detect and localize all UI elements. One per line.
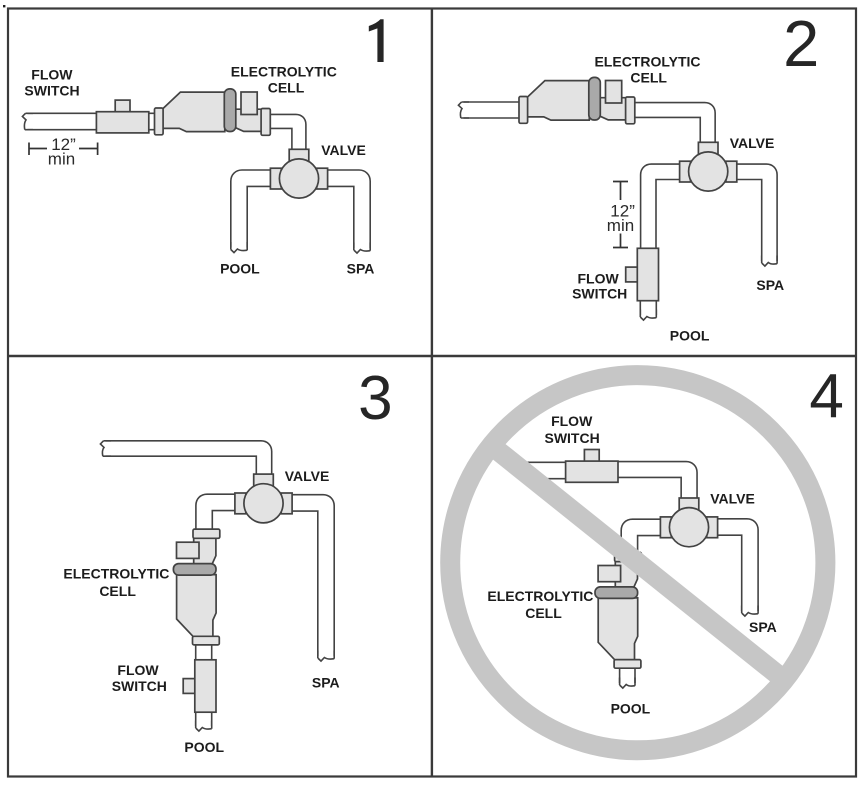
svg-text:VALVE: VALVE [285,468,330,484]
svg-text:12”: 12” [610,202,635,221]
svg-text:3: 3 [358,364,392,433]
svg-text:VALVE: VALVE [710,491,755,507]
svg-text:SPA: SPA [756,277,784,293]
svg-text:SPA: SPA [749,619,777,635]
svg-text:FLOW: FLOW [31,67,73,83]
svg-text:POOL: POOL [220,261,260,277]
svg-text:VALVE: VALVE [321,142,366,158]
svg-text:ELECTROLYTIC: ELECTROLYTIC [63,566,169,582]
svg-text:SPA: SPA [312,674,340,690]
svg-text:ELECTROLYTIC: ELECTROLYTIC [594,53,700,69]
svg-text:SWITCH: SWITCH [112,678,167,694]
svg-text:POOL: POOL [611,701,651,717]
svg-text:FLOW: FLOW [577,270,619,286]
svg-text:FLOW: FLOW [551,413,593,429]
svg-text:FLOW: FLOW [117,662,159,678]
svg-text:CELL: CELL [525,605,562,621]
svg-text:SPA: SPA [347,261,375,277]
svg-text:POOL: POOL [670,328,710,344]
svg-text:CELL: CELL [268,79,305,95]
svg-text:POOL: POOL [184,739,224,755]
svg-text:CELL: CELL [99,583,136,599]
svg-text:VALVE: VALVE [730,135,775,151]
svg-text:SWITCH: SWITCH [544,430,599,446]
svg-text:CELL: CELL [630,69,667,85]
svg-text:SWITCH: SWITCH [24,83,79,99]
svg-text:4: 4 [809,362,843,431]
svg-text:ELECTROLYTIC: ELECTROLYTIC [487,588,593,604]
svg-text:12”: 12” [51,135,76,154]
svg-text:2: 2 [783,7,819,80]
svg-text:min: min [48,150,75,169]
svg-text:ELECTROLYTIC: ELECTROLYTIC [231,64,337,80]
svg-text:SWITCH: SWITCH [572,286,627,302]
svg-text:min: min [607,216,634,235]
